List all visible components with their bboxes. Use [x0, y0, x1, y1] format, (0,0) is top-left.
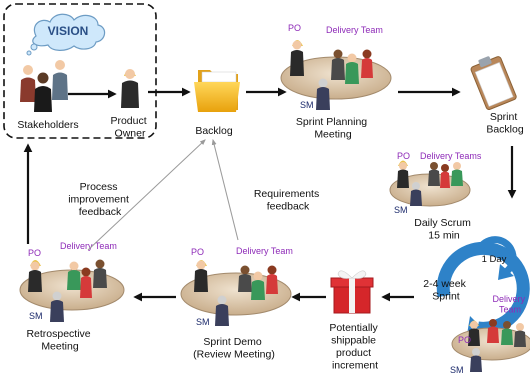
sprint-backlog-label: Sprint Backlog	[486, 111, 524, 136]
demo-team-label: Delivery Team	[236, 246, 293, 256]
product-owner-line-1: Product	[110, 115, 146, 127]
retrospective-meeting-icon	[19, 259, 125, 322]
planning-sm-label: SM	[300, 100, 314, 110]
process-feedback-arrow	[87, 139, 206, 251]
daily-scrum-label: Daily Scrum 15 min	[414, 217, 474, 242]
retrospective-line-2: Meeting	[41, 341, 79, 353]
demo-po-label: PO	[191, 247, 204, 257]
sprint-length-line-1: 2-4 week	[423, 278, 466, 290]
vision-cloud: VISION	[26, 13, 106, 56]
sprint-length-line-2: Sprint	[432, 291, 460, 303]
sprint-planning-line-2: Meeting	[314, 129, 352, 141]
sprint-team-sm-label: SM	[450, 365, 464, 375]
daily-scrum-line-1: Daily Scrum	[414, 217, 471, 229]
retrospective-label: Retrospective Meeting	[26, 328, 93, 353]
sprint-demo-meeting-icon	[180, 260, 292, 326]
daily-scrum-meeting-icon	[389, 160, 471, 207]
sprint-team-line-2: Team	[499, 305, 521, 315]
daily-scrum-line-2: 15 min	[428, 230, 460, 242]
sprint-length-label: 2-4 week Sprint	[423, 278, 469, 303]
sprint-demo-line-2: (Review Meeting)	[193, 349, 275, 361]
process-feedback-line-2: improvement	[68, 194, 129, 206]
sprint-backlog-clipboard-icon	[470, 56, 517, 110]
retro-team-label: Delivery Team	[60, 241, 117, 251]
requirements-feedback-line-2: feedback	[267, 201, 310, 213]
increment-label: Potentially shippable product increment	[329, 322, 380, 372]
planning-team-label: Delivery Team	[326, 25, 383, 35]
stakeholders-icon	[20, 60, 68, 112]
increment-line-2: shippable	[331, 335, 376, 347]
gift-box-icon	[330, 270, 374, 314]
sprint-planning-meeting-icon	[280, 40, 392, 110]
backlog-folder-icon	[194, 70, 240, 112]
planning-po-label: PO	[288, 23, 301, 33]
process-feedback-label: Process improvement feedback	[68, 181, 132, 218]
product-owner-icon	[121, 69, 139, 108]
sprint-team-meeting-icon	[451, 319, 530, 372]
product-owner-line-2: Owner	[115, 128, 146, 140]
requirements-feedback-line-1: Requirements	[254, 188, 319, 200]
sprint-backlog-line-1: Sprint	[490, 111, 518, 123]
requirements-feedback-arrow	[211, 138, 239, 241]
retro-sm-label: SM	[29, 311, 43, 321]
increment-line-3: product	[336, 347, 371, 359]
vision-label: VISION	[48, 24, 89, 38]
process-feedback-line-1: Process	[80, 181, 118, 193]
increment-line-4: increment	[332, 360, 378, 372]
sprint-team-line-1: Delivery	[492, 294, 525, 304]
scrum-po-label: PO	[397, 151, 410, 161]
sprint-demo-label: Sprint Demo (Review Meeting)	[193, 336, 275, 361]
product-owner-label: Product Owner	[110, 115, 149, 140]
sprint-team-po-label: PO	[458, 335, 471, 345]
increment-line-1: Potentially	[329, 322, 378, 334]
stakeholders-label: Stakeholders	[17, 119, 78, 131]
one-day-label: 1 Day	[482, 254, 507, 265]
backlog-label: Backlog	[195, 125, 233, 137]
scrum-sm-label: SM	[394, 205, 408, 215]
retro-po-label: PO	[28, 248, 41, 258]
sprint-backlog-line-2: Backlog	[486, 124, 524, 136]
requirements-feedback-label: Requirements feedback	[254, 188, 322, 213]
scrum-team-label: Delivery Teams	[420, 151, 482, 161]
sprint-planning-label: Sprint Planning Meeting	[296, 116, 370, 141]
stakeholders-group-box	[3, 3, 157, 139]
demo-sm-label: SM	[196, 317, 210, 327]
process-feedback-line-3: feedback	[79, 206, 122, 218]
sprint-demo-line-1: Sprint Demo	[203, 336, 262, 348]
sprint-team-label: Delivery Team	[492, 294, 527, 315]
sprint-planning-line-1: Sprint Planning	[296, 116, 367, 128]
retrospective-line-1: Retrospective	[26, 328, 90, 340]
